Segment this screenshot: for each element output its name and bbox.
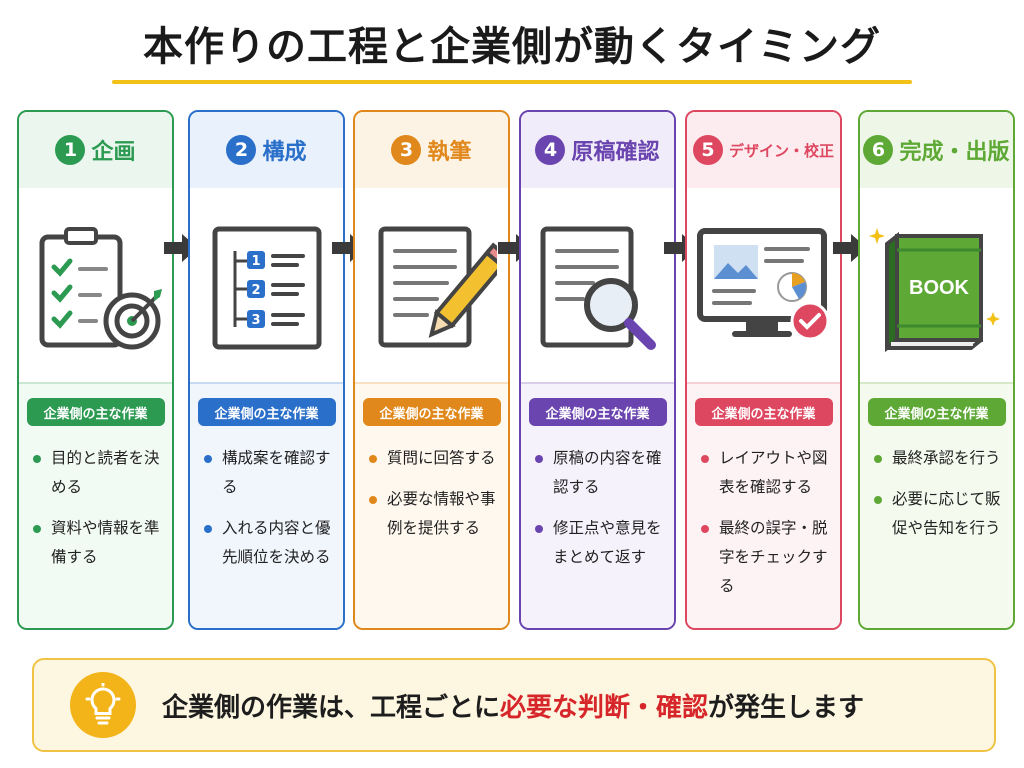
task-item: 構成案を確認する	[204, 444, 337, 502]
tasks-label-pill: 企業側の主な作業	[867, 398, 1006, 426]
step-card-2: 2 構成 1 2 3 企業側の主な作業 構成案を確認する入れる内容と優先順位を決…	[188, 110, 345, 630]
step-number-badge: 5	[692, 135, 723, 165]
bullet-dot	[369, 455, 377, 463]
step-title: 構成	[262, 140, 307, 165]
svg-text:3: 3	[251, 313, 260, 328]
checklist-target-icon	[19, 188, 172, 384]
task-item: 目的と読者を決める	[33, 444, 166, 502]
summary-text-after: が発生します	[708, 692, 865, 723]
tasks-label-pill: 企業側の主な作業	[197, 398, 336, 426]
bullet-dot	[369, 496, 377, 504]
summary-text: 企業側の作業は、工程ごとに必要な判断・確認が発生します	[162, 687, 864, 724]
step-tasks: 企業側の主な作業 構成案を確認する入れる内容と優先順位を決める	[190, 382, 343, 628]
task-list: 最終承認を行う必要に応じて販促や告知を行う	[860, 444, 1013, 543]
step-card-6: 6 完成・出版 BOOK 企業側の主な作業 最終承認を行う必要に応じて販促や告知…	[858, 110, 1015, 630]
step-number-badge: 2	[226, 135, 257, 165]
task-text: 質問に回答する	[387, 449, 496, 467]
task-text: 入れる内容と優先順位を決める	[222, 519, 331, 566]
task-item: 入れる内容と優先順位を決める	[204, 514, 337, 572]
bullet-dot	[204, 525, 212, 533]
page-title: 本作りの工程と企業側が動くタイミング	[143, 24, 881, 70]
document-pencil-icon	[355, 188, 508, 384]
bullet-dot	[535, 525, 543, 533]
step-header: 3 執筆	[355, 112, 508, 188]
task-list: 質問に回答する必要な情報や事例を提供する	[355, 444, 508, 543]
task-text: 目的と読者を決める	[51, 449, 160, 496]
bullet-dot	[701, 525, 709, 533]
step-title: 執筆	[427, 140, 472, 165]
bullet-dot	[701, 455, 709, 463]
task-text: 資料や情報を準備する	[51, 519, 160, 566]
outline-structure-icon: 1 2 3	[190, 188, 343, 384]
tasks-label-pill: 企業側の主な作業	[694, 398, 833, 426]
task-text: 修正点や意見をまとめて返す	[553, 519, 662, 566]
step-tasks: 企業側の主な作業 目的と読者を決める資料や情報を準備する	[19, 382, 172, 628]
step-title: 企画	[91, 140, 136, 165]
task-text: 最終の誤字・脱字をチェックする	[719, 519, 828, 595]
task-list: 目的と読者を決める資料や情報を準備する	[19, 444, 172, 572]
task-item: 最終の誤字・脱字をチェックする	[701, 514, 834, 601]
document-magnifier-icon	[521, 188, 674, 384]
step-header: 4 原稿確認	[521, 112, 674, 188]
bullet-dot	[33, 525, 41, 533]
monitor-design-check-icon	[687, 188, 840, 384]
step-number-badge: 4	[535, 135, 566, 165]
bullet-dot	[874, 455, 882, 463]
bullet-dot	[535, 455, 543, 463]
step-header: 6 完成・出版	[860, 112, 1013, 188]
step-tasks: 企業側の主な作業 原稿の内容を確認する修正点や意見をまとめて返す	[521, 382, 674, 628]
task-list: 構成案を確認する入れる内容と優先順位を決める	[190, 444, 343, 572]
task-text: 必要な情報や事例を提供する	[387, 490, 496, 537]
task-text: レイアウトや図表を確認する	[719, 449, 828, 496]
step-card-3: 3 執筆 企業側の主な作業 質問に回答する必要な情報や事例を提供する	[353, 110, 510, 630]
task-text: 最終承認を行う	[892, 449, 1001, 467]
summary-text-highlight: 必要な判断・確認	[500, 692, 709, 723]
step-number-badge: 3	[391, 135, 422, 165]
svg-text:2: 2	[251, 283, 260, 298]
task-item: 資料や情報を準備する	[33, 514, 166, 572]
step-header: 2 構成	[190, 112, 343, 188]
step-tasks: 企業側の主な作業 レイアウトや図表を確認する最終の誤字・脱字をチェックする	[687, 382, 840, 628]
bullet-dot	[204, 455, 212, 463]
task-item: 必要な情報や事例を提供する	[369, 485, 502, 543]
task-item: 原稿の内容を確認する	[535, 444, 668, 502]
step-tasks: 企業側の主な作業 質問に回答する必要な情報や事例を提供する	[355, 382, 508, 628]
task-item: 修正点や意見をまとめて返す	[535, 514, 668, 572]
tasks-label-pill: 企業側の主な作業	[362, 398, 501, 426]
tasks-label-pill: 企業側の主な作業	[26, 398, 165, 426]
step-title: デザイン・校正	[728, 141, 834, 160]
step-card-1: 1 企画 企業側の主な作業 目的と読者を決める資料や情報を準備する	[17, 110, 174, 630]
step-tasks: 企業側の主な作業 最終承認を行う必要に応じて販促や告知を行う	[860, 382, 1013, 628]
summary-banner: 企業側の作業は、工程ごとに必要な判断・確認が発生します	[32, 658, 996, 752]
task-item: 最終承認を行う	[874, 444, 1007, 473]
task-item: 質問に回答する	[369, 444, 502, 473]
bullet-dot	[33, 455, 41, 463]
book-icon: BOOK	[860, 188, 1013, 384]
bullet-dot	[874, 496, 882, 504]
task-item: 必要に応じて販促や告知を行う	[874, 485, 1007, 543]
task-list: レイアウトや図表を確認する最終の誤字・脱字をチェックする	[687, 444, 840, 601]
task-text: 構成案を確認する	[222, 449, 331, 496]
lightbulb-icon	[70, 672, 136, 738]
task-item: レイアウトや図表を確認する	[701, 444, 834, 502]
task-list: 原稿の内容を確認する修正点や意見をまとめて返す	[521, 444, 674, 572]
book-label: BOOK	[909, 277, 970, 299]
svg-text:1: 1	[251, 254, 260, 269]
tasks-label-pill: 企業側の主な作業	[528, 398, 667, 426]
step-header: 5 デザイン・校正	[687, 112, 840, 188]
title-underline	[112, 80, 912, 84]
step-number-badge: 6	[863, 135, 894, 165]
step-card-4: 4 原稿確認 企業側の主な作業 原稿の内容を確認する修正点や意見をまとめて返す	[519, 110, 676, 630]
step-title: 完成・出版	[899, 140, 1010, 165]
task-text: 原稿の内容を確認する	[553, 449, 662, 496]
step-title: 原稿確認	[571, 140, 660, 165]
task-text: 必要に応じて販促や告知を行う	[892, 490, 1001, 537]
step-number-badge: 1	[55, 135, 86, 165]
step-header: 1 企画	[19, 112, 172, 188]
summary-text-before: 企業側の作業は、工程ごとに	[162, 692, 501, 723]
step-card-5: 5 デザイン・校正 企業側の主な作業 レイアウトや図表を確認する最終の誤字・脱字…	[685, 110, 842, 630]
